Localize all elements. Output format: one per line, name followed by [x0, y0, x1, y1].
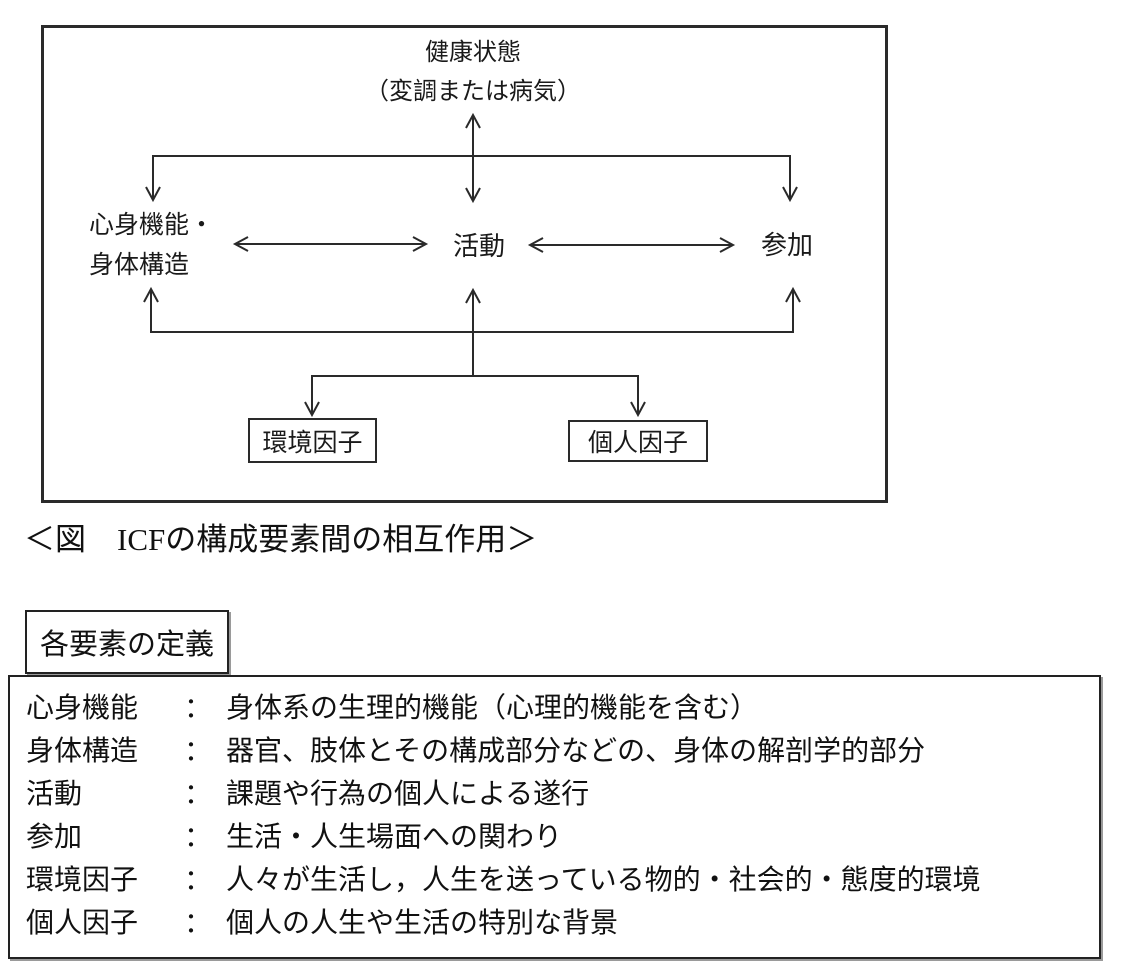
node-personal-factors: 個人因子	[568, 420, 708, 462]
definition-colon: ：	[184, 736, 213, 767]
definition-colon: ：	[184, 779, 213, 810]
definition-term: 活動	[26, 779, 83, 810]
body-functions-line1: 心身機能・	[89, 211, 215, 239]
definitions-table: 心身機能 ： 身体系の生理的機能（心理的機能を含む） 身体構造 ： 器官、肢体とその構成…	[8, 675, 1101, 959]
definition-row-participation: 参加 ： 生活・人生場面への関わり	[26, 816, 1099, 859]
arrow-to-factor-boxes	[304, 375, 646, 418]
definition-colon: ：	[184, 822, 213, 853]
definition-text: 器官、肢体とその構成部分などの、身体の解剖学的部分	[226, 736, 926, 767]
arrow-activity-participation	[527, 237, 736, 253]
definition-text: 人々が生活し，人生を送っている物的・社会的・態度的環境	[226, 865, 981, 896]
arrow-health-activity	[465, 112, 481, 204]
definitions-header: 各要素の定義	[25, 610, 230, 674]
definition-row-environmental-factors: 環境因子 ： 人々が生活し，人生を送っている物的・社会的・態度的環境	[26, 859, 1099, 902]
definition-text: 個人の人生や生活の特別な背景	[226, 908, 619, 939]
node-activity: 活動	[452, 231, 505, 261]
definition-text: 課題や行為の個人による遂行	[226, 779, 590, 810]
health-state-line1: 健康状態	[425, 39, 521, 66]
health-state-line2: （変調または病気）	[365, 78, 581, 105]
diagram-arrows-layer	[143, 112, 801, 418]
definition-row-personal-factors: 個人因子 ： 個人の人生や生活の特別な背景	[26, 902, 1099, 945]
definition-row-body-structure: 身体構造 ： 器官、肢体とその構成部分などの、身体の解剖学的部分	[26, 730, 1099, 773]
node-environmental-factors: 環境因子	[248, 418, 377, 463]
definition-colon: ：	[184, 908, 213, 939]
definition-term: 環境因子	[26, 865, 139, 896]
definition-colon: ：	[184, 693, 213, 724]
definition-text: 生活・人生場面への関わり	[226, 822, 563, 853]
definition-term: 心身機能	[26, 693, 139, 724]
definition-colon: ：	[184, 865, 213, 896]
arrow-bodyfn-activity	[232, 236, 429, 252]
arrow-stem-to-activity	[465, 287, 481, 376]
definition-term: 身体構造	[26, 736, 139, 767]
definition-row-body-functions: 心身機能 ： 身体系の生理的機能（心理的機能を含む）	[26, 687, 1099, 730]
node-participation: 参加	[760, 230, 813, 260]
icf-diagram-figure: 健康状態 （変調または病気） 心身機能・ 身体構造 活動 参加 環境因子 個人因…	[41, 25, 888, 503]
definition-term: 参加	[26, 822, 83, 853]
body-functions-line2: 身体構造	[89, 251, 190, 279]
node-health-state: 健康状態 （変調または病気）	[298, 33, 648, 111]
definition-term: 個人因子	[26, 908, 139, 939]
node-body-functions: 心身機能・ 身体構造	[89, 205, 214, 285]
definition-text: 身体系の生理的機能（心理的機能を含む）	[226, 693, 759, 724]
figure-caption: ＜図 ICFの構成要素間の相互作用＞	[24, 522, 538, 557]
definition-row-activity: 活動 ： 課題や行為の個人による遂行	[26, 773, 1099, 816]
arrow-health-to-sides	[145, 155, 798, 203]
